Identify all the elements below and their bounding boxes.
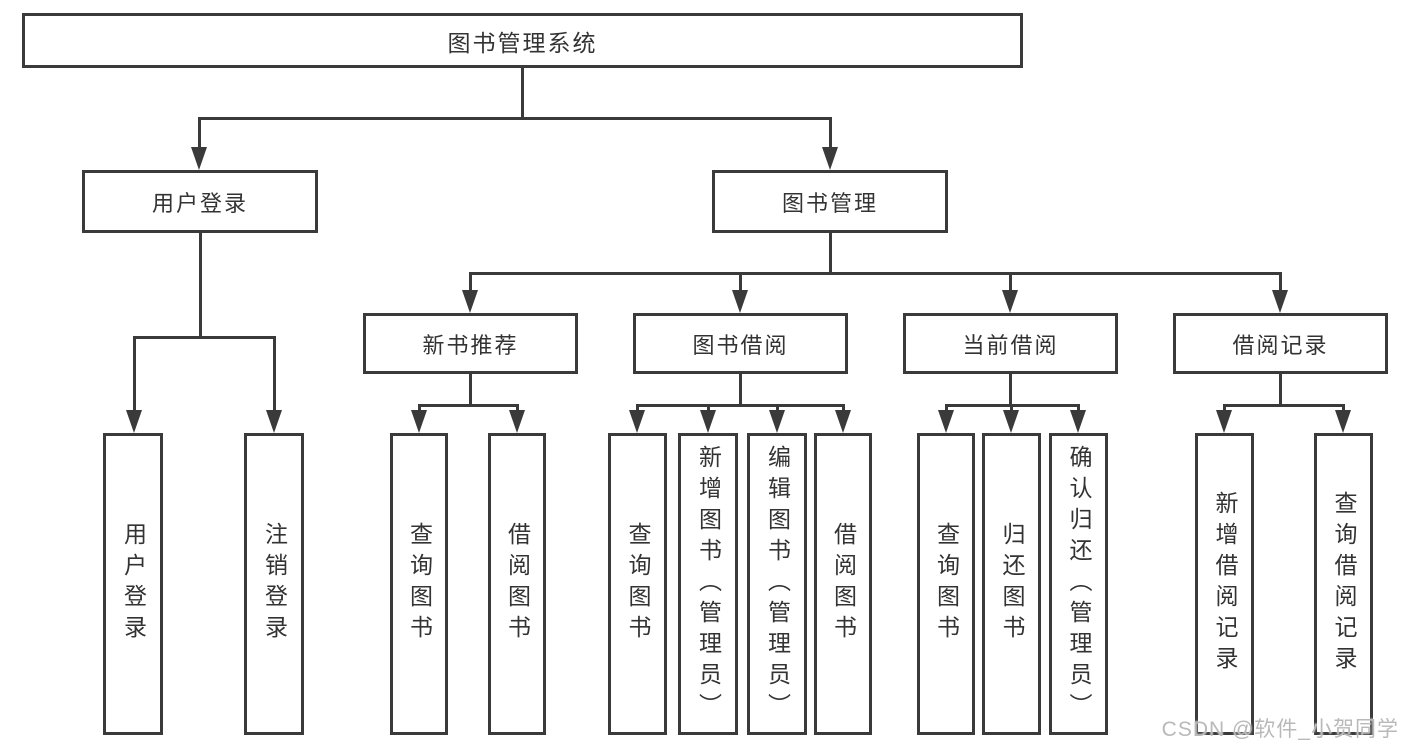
connector-line (829, 233, 832, 274)
arrow-down-icon (462, 290, 478, 313)
connector-line (636, 404, 639, 412)
arrow-down-icon (700, 410, 716, 433)
arrow-down-icon (769, 410, 785, 433)
connector-level2-bar (198, 117, 831, 120)
connector-line (739, 374, 742, 406)
connector-line (133, 336, 275, 339)
connector-line (1009, 374, 1012, 406)
node-leaf-query-books-recommend: 查询图书 (390, 433, 448, 735)
node-leaf-confirm-return-admin: 确认归还（管理员） (1049, 433, 1108, 735)
connector-line (707, 404, 710, 412)
connector-line (133, 336, 136, 411)
arrow-down-icon (938, 410, 954, 433)
node-leaf-borrow-books-recommend: 借阅图书 (488, 433, 546, 735)
node-leaf-user-login: 用户登录 (103, 433, 163, 735)
connector-line (1010, 404, 1013, 412)
node-leaf-query-borrow-record: 查询借阅记录 (1314, 433, 1373, 735)
connector-user-login-stem (198, 117, 201, 150)
arrow-down-icon (1002, 290, 1018, 313)
node-user-login: 用户登录 (82, 170, 318, 233)
connector-line (516, 404, 519, 412)
csdn-watermark: CSDN @软件_小贺同学 (1161, 718, 1399, 741)
node-new-book-recommend: 新书推荐 (363, 313, 578, 374)
node-book-borrowing: 图书借阅 (633, 313, 848, 374)
connector-line (636, 404, 844, 407)
connector-line (1279, 272, 1282, 292)
arrow-down-icon (1335, 410, 1351, 433)
connector-line (945, 404, 948, 412)
connector-book-mgmt-stem (829, 117, 832, 150)
connector-line (842, 404, 845, 412)
connector-line (469, 374, 472, 406)
arrow-down-icon (126, 410, 142, 433)
arrow-down-icon (835, 410, 851, 433)
arrow-down-icon (1272, 290, 1288, 313)
connector-line (469, 272, 472, 292)
connector-line (418, 404, 421, 412)
connector-line (1342, 404, 1345, 412)
node-leaf-edit-books-admin: 编辑图书（管理员） (747, 433, 807, 735)
arrow-down-icon (266, 410, 282, 433)
connector-line (273, 336, 276, 411)
node-leaf-query-books-borrow: 查询图书 (608, 433, 667, 735)
connector-line (1009, 272, 1012, 292)
connector-line (1223, 404, 1226, 412)
node-leaf-query-books-current: 查询图书 (917, 433, 975, 735)
connector-line (739, 272, 742, 292)
arrow-down-icon (732, 290, 748, 313)
node-leaf-return-books: 归还图书 (982, 433, 1041, 735)
arrow-down-icon (1070, 410, 1086, 433)
arrow-down-icon (191, 147, 207, 170)
node-borrowing-records: 借阅记录 (1173, 313, 1388, 374)
node-book-management: 图书管理 (712, 170, 948, 233)
connector-level3-bar (469, 272, 1281, 275)
arrow-down-icon (629, 410, 645, 433)
connector-line (418, 404, 518, 407)
arrow-down-icon (1003, 410, 1019, 433)
arrow-down-icon (509, 410, 525, 433)
node-library-system: 图书管理系统 (22, 13, 1023, 68)
node-current-borrowing: 当前借阅 (903, 313, 1118, 374)
connector-line (776, 404, 779, 412)
connector-root-stem (521, 68, 524, 118)
arrow-down-icon (822, 147, 838, 170)
node-leaf-logout: 注销登录 (244, 433, 304, 735)
connector-line (1223, 404, 1344, 407)
connector-line (1077, 404, 1080, 412)
node-leaf-add-borrow-record: 新增借阅记录 (1195, 433, 1254, 735)
arrow-down-icon (1216, 410, 1232, 433)
node-leaf-add-books-admin: 新增图书（管理员） (678, 433, 738, 735)
arrow-down-icon (411, 410, 427, 433)
connector-line (199, 233, 202, 338)
node-leaf-borrow-books: 借阅图书 (814, 433, 872, 735)
connector-line (1279, 374, 1282, 406)
